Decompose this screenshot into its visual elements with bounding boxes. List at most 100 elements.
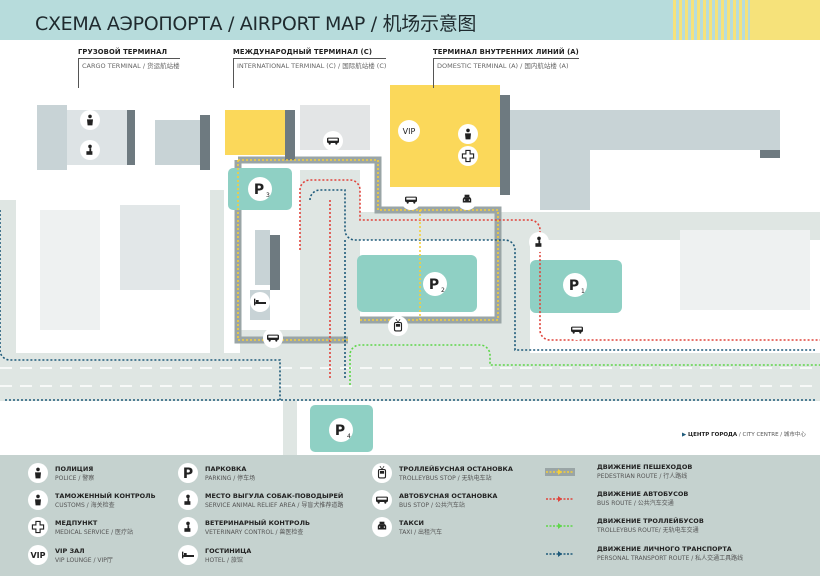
legend-label-ru: VIP ЗАЛ [55,546,85,555]
svg-text:2: 2 [441,287,445,294]
hotel-icon [178,545,198,565]
personal-route [0,189,815,401]
legend-label-ru: ГОСТИНИЦА [205,546,252,555]
legend-label-en: VIP LOUNGE / VIP厅 [55,556,113,564]
medical-icon [28,517,48,537]
legend-label-ru: АВТОБУСНАЯ ОСТАНОВКА [399,491,498,500]
trolleybus-route-icon [546,522,574,529]
svg-text:VIP: VIP [403,127,416,136]
bus-stop-marker [401,190,421,210]
svg-text:P: P [429,277,439,293]
legend-label-en: HOTEL / 旅馆 [205,556,243,564]
legend-label-ru: ТАКСИ [399,518,424,527]
dog-relief-icon [178,490,198,510]
customs-marker [80,110,100,130]
trolleybus-icon [372,463,392,483]
legend-glyph: VIP [30,551,45,560]
bus-route [299,179,820,380]
building-shadows [127,95,780,290]
bus-icon [372,490,392,510]
legend-label-en: BUS ROUTE / 公共汽车交通 [597,500,674,507]
vip-icon: VIP [28,545,48,565]
svg-text:3: 3 [266,192,270,199]
legend-item: ДВИЖЕНИЕ ПЕШЕХОДОВ PEDESTRIAN ROUTE / 行人路… [545,463,692,480]
legend-label-ru: ТАМОЖЕННЫЙ КОНТРОЛЬ [55,491,156,500]
svg-text:1: 1 [581,288,585,295]
veterinary-marker [80,140,100,160]
vip-marker: VIP [398,120,420,142]
legend-label-en: PERSONAL TRANSPORT ROUTE / 私人交通工具路线 [597,555,744,562]
trolleybus-stop-marker [388,316,408,336]
trolleybus-route [349,344,820,385]
legend-label-ru: ВЕТЕРИНАРНЫЙ КОНТРОЛЬ [205,518,310,527]
page-title: СХЕМА АЭРОПОРТА / AIRPORT MAP / 机场示意图 [35,13,477,35]
legend-label-en: BUS STOP / 公共汽车站 [399,501,465,509]
header: СХЕМА АЭРОПОРТА / AIRPORT MAP / 机场示意图 [0,0,820,40]
legend-item: ДВИЖЕНИЕ АВТОБУСОВ BUS ROUTE / 公共汽车交通 [545,490,688,507]
legend-label-en: TROLLEYBUS ROUTE/ 无轨电车交通 [597,527,699,534]
legend-label-ru: МЕСТО ВЫГУЛА СОБАК-ПОВОДЫРЕЙ [205,491,344,500]
domestic-terminal-label: ТЕРМИНАЛ ВНУТРЕННИХ ЛИНИЙ (А)DOMESTIC TE… [433,48,579,88]
veterinary-icon [178,517,198,537]
legend-label-en: VETERINARY CONTROL / 兽医检查 [205,528,304,536]
legend-label-en: PARKING / 停车场 [205,474,256,482]
legend-label-ru: ДВИЖЕНИЕ ТРОЛЛЕЙБУСОВ [597,517,704,525]
legend-label-ru: ДВИЖЕНИЕ ЛИЧНОГО ТРАНСПОРТА [597,545,732,553]
legend-label-ru: ДВИЖЕНИЕ ПЕШЕХОДОВ [597,463,693,471]
legend-label-en: MEDICAL SERVICE / 医疗站 [55,528,134,536]
legend-label-en: TROLLEYBUS STOP / 无轨电车站 [399,474,492,482]
legend-label-en: CUSTOMS / 海关检查 [55,501,115,509]
international-terminal-label: МЕЖДУНАРОДНЫЙ ТЕРМИНАЛ (С)INTERNATIONAL … [233,48,387,88]
personal-route-icon [546,550,574,557]
medical-marker [458,146,478,166]
road-markings [0,367,820,387]
legend-label-ru: МЕДПУНКТ [55,518,98,527]
svg-text:P: P [569,278,579,294]
legend-label-ru: ДВИЖЕНИЕ АВТОБУСОВ [597,490,689,498]
bus-stop-marker [323,131,343,151]
legend-label-ru: ПАРКОВКА [205,464,247,473]
pedestrian-route-icon [545,467,575,476]
international-terminal [225,110,285,155]
police-icon [28,463,48,483]
header-stripes-solid [750,0,820,40]
hotel-marker [250,292,270,312]
svg-text:P: P [335,423,345,439]
pedestrian-route [237,159,499,341]
taxi-icon [372,517,392,537]
legend-label-en: POLICE / 警察 [55,474,95,482]
legend-label-ru: ТРОЛЛЕЙБУСНАЯ ОСТАНОВКА [399,464,513,473]
parking-icon: P [178,463,198,483]
legend-label-en: PEDESTRIAN ROUTE / 行人路线 [597,473,688,480]
legend-item: ДВИЖЕНИЕ ЛИЧНОГО ТРАНСПОРТА PERSONAL TRAN… [545,545,743,562]
legend-label-ru: ПОЛИЦИЯ [55,464,94,473]
police-marker [458,124,478,144]
customs-icon [28,490,48,510]
bus-stop-marker [263,328,283,348]
buildings [37,105,810,330]
dog-relief-marker [529,232,549,252]
svg-text:4: 4 [347,433,351,440]
legend-label-en: TAXI / 出租汽车 [399,528,443,536]
bus-route-icon [546,495,574,502]
legend-glyph: P [183,466,193,482]
